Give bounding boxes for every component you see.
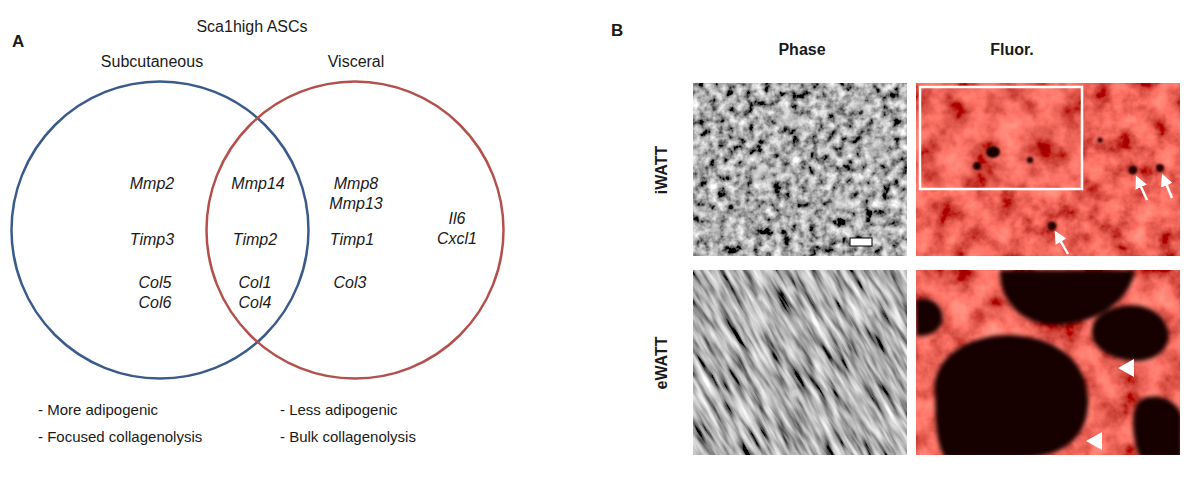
pointer-arrows bbox=[1056, 176, 1172, 254]
gene-name: Mmp8 Mmp13 bbox=[329, 174, 382, 214]
fluorescence-micrograph bbox=[916, 270, 1180, 455]
arrowheads bbox=[1086, 359, 1134, 450]
gene-name: Mmp2 bbox=[130, 174, 174, 194]
circle-outline bbox=[207, 82, 504, 379]
circle-heading: Visceral bbox=[328, 52, 385, 72]
column-header: Fluor. bbox=[990, 40, 1034, 60]
gene-name: Timp2 bbox=[233, 230, 277, 250]
panel-letter: A bbox=[12, 32, 24, 52]
phase-micrograph bbox=[693, 83, 907, 256]
circle-outline bbox=[12, 82, 309, 379]
gene-name: Col1 Col4 bbox=[239, 273, 272, 313]
gene-name: Col3 bbox=[334, 273, 367, 293]
property-note: - Focused collagenolysis bbox=[38, 427, 202, 447]
property-note: - Bulk collagenolysis bbox=[280, 427, 416, 447]
gene-name: Mmp14 bbox=[231, 174, 284, 194]
property-note: - More adipogenic bbox=[38, 400, 158, 420]
circle-outline bbox=[10, 80, 310, 380]
scale-bar bbox=[850, 238, 872, 246]
property-note: - Less adipogenic bbox=[280, 400, 398, 420]
panel-letter: B bbox=[611, 21, 623, 41]
circle-heading: Subcutaneous bbox=[101, 52, 203, 72]
venn-circle: VisceralMmp8 Mmp13Timp1Col3Il6 Cxcl1 bbox=[205, 80, 505, 380]
fluorescence-micrograph bbox=[916, 83, 1180, 256]
column-header: Phase bbox=[778, 40, 825, 60]
row-header: iWATT bbox=[652, 146, 672, 195]
figure-title: Sca1high ASCs bbox=[196, 17, 307, 37]
phase-micrograph bbox=[693, 270, 907, 455]
inset bbox=[920, 87, 1082, 189]
venn-circle: SubcutaneousMmp2Timp3Col5 Col6 bbox=[10, 80, 310, 380]
gene-name: Timp3 bbox=[130, 230, 174, 250]
row-header: eWATT bbox=[652, 336, 672, 389]
gene-name: Timp1 bbox=[330, 230, 374, 250]
gene-name: Col5 Col6 bbox=[139, 273, 172, 313]
gene-name: Il6 Cxcl1 bbox=[437, 209, 477, 249]
